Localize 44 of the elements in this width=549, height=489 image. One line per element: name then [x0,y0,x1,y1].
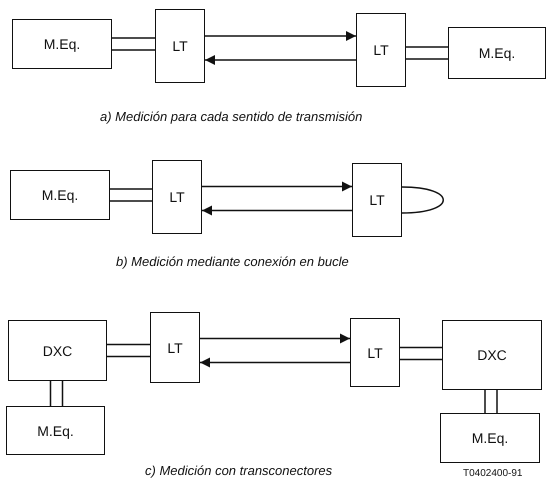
block-box [8,320,107,381]
double-line-connector [50,380,64,407]
block-box [10,170,110,220]
block-box [152,160,202,234]
double-line-connector [106,344,151,358]
arrow [200,358,350,368]
block-label: M.Eq. [478,45,516,61]
block-box [150,312,200,383]
block-label: M.Eq. [37,422,74,438]
double-line-connector [484,389,498,414]
block-label: LT [172,38,188,54]
block-label: LT [369,192,385,208]
block-box [440,413,540,463]
figure-code: T0402400-91 [463,468,522,479]
arrow [200,334,350,344]
subfigure-caption: c) Medición con transconectores [145,463,332,478]
block-box [6,406,105,455]
loop-line [402,186,444,214]
block-box [350,318,400,387]
arrow [202,182,352,192]
block-label: LT [367,344,383,360]
block-label: LT [373,42,389,58]
arrow [202,206,352,216]
block-box [352,163,402,237]
block-label: DXC [42,342,72,358]
arrow [205,31,356,41]
block-box [356,13,406,87]
block-label: LT [167,340,183,356]
block-label: M.Eq. [44,36,80,52]
block-label: LT [169,189,185,205]
double-line-connector [405,46,449,60]
double-line-connector [111,37,156,51]
block-label: M.Eq. [472,430,508,446]
block-label: M.Eq. [42,187,78,203]
block-box [442,320,542,390]
double-line-connector [109,188,153,202]
block-box [12,19,112,69]
subfigure-caption: a) Medición para cada sentido de transmisión [100,109,362,124]
block-label: DXC [477,347,507,363]
block-box [448,27,546,79]
double-line-connector [399,346,443,360]
arrow [205,55,356,65]
subfigure-caption: b) Medición mediante conexión en bucle [116,254,349,269]
block-box [155,9,205,83]
